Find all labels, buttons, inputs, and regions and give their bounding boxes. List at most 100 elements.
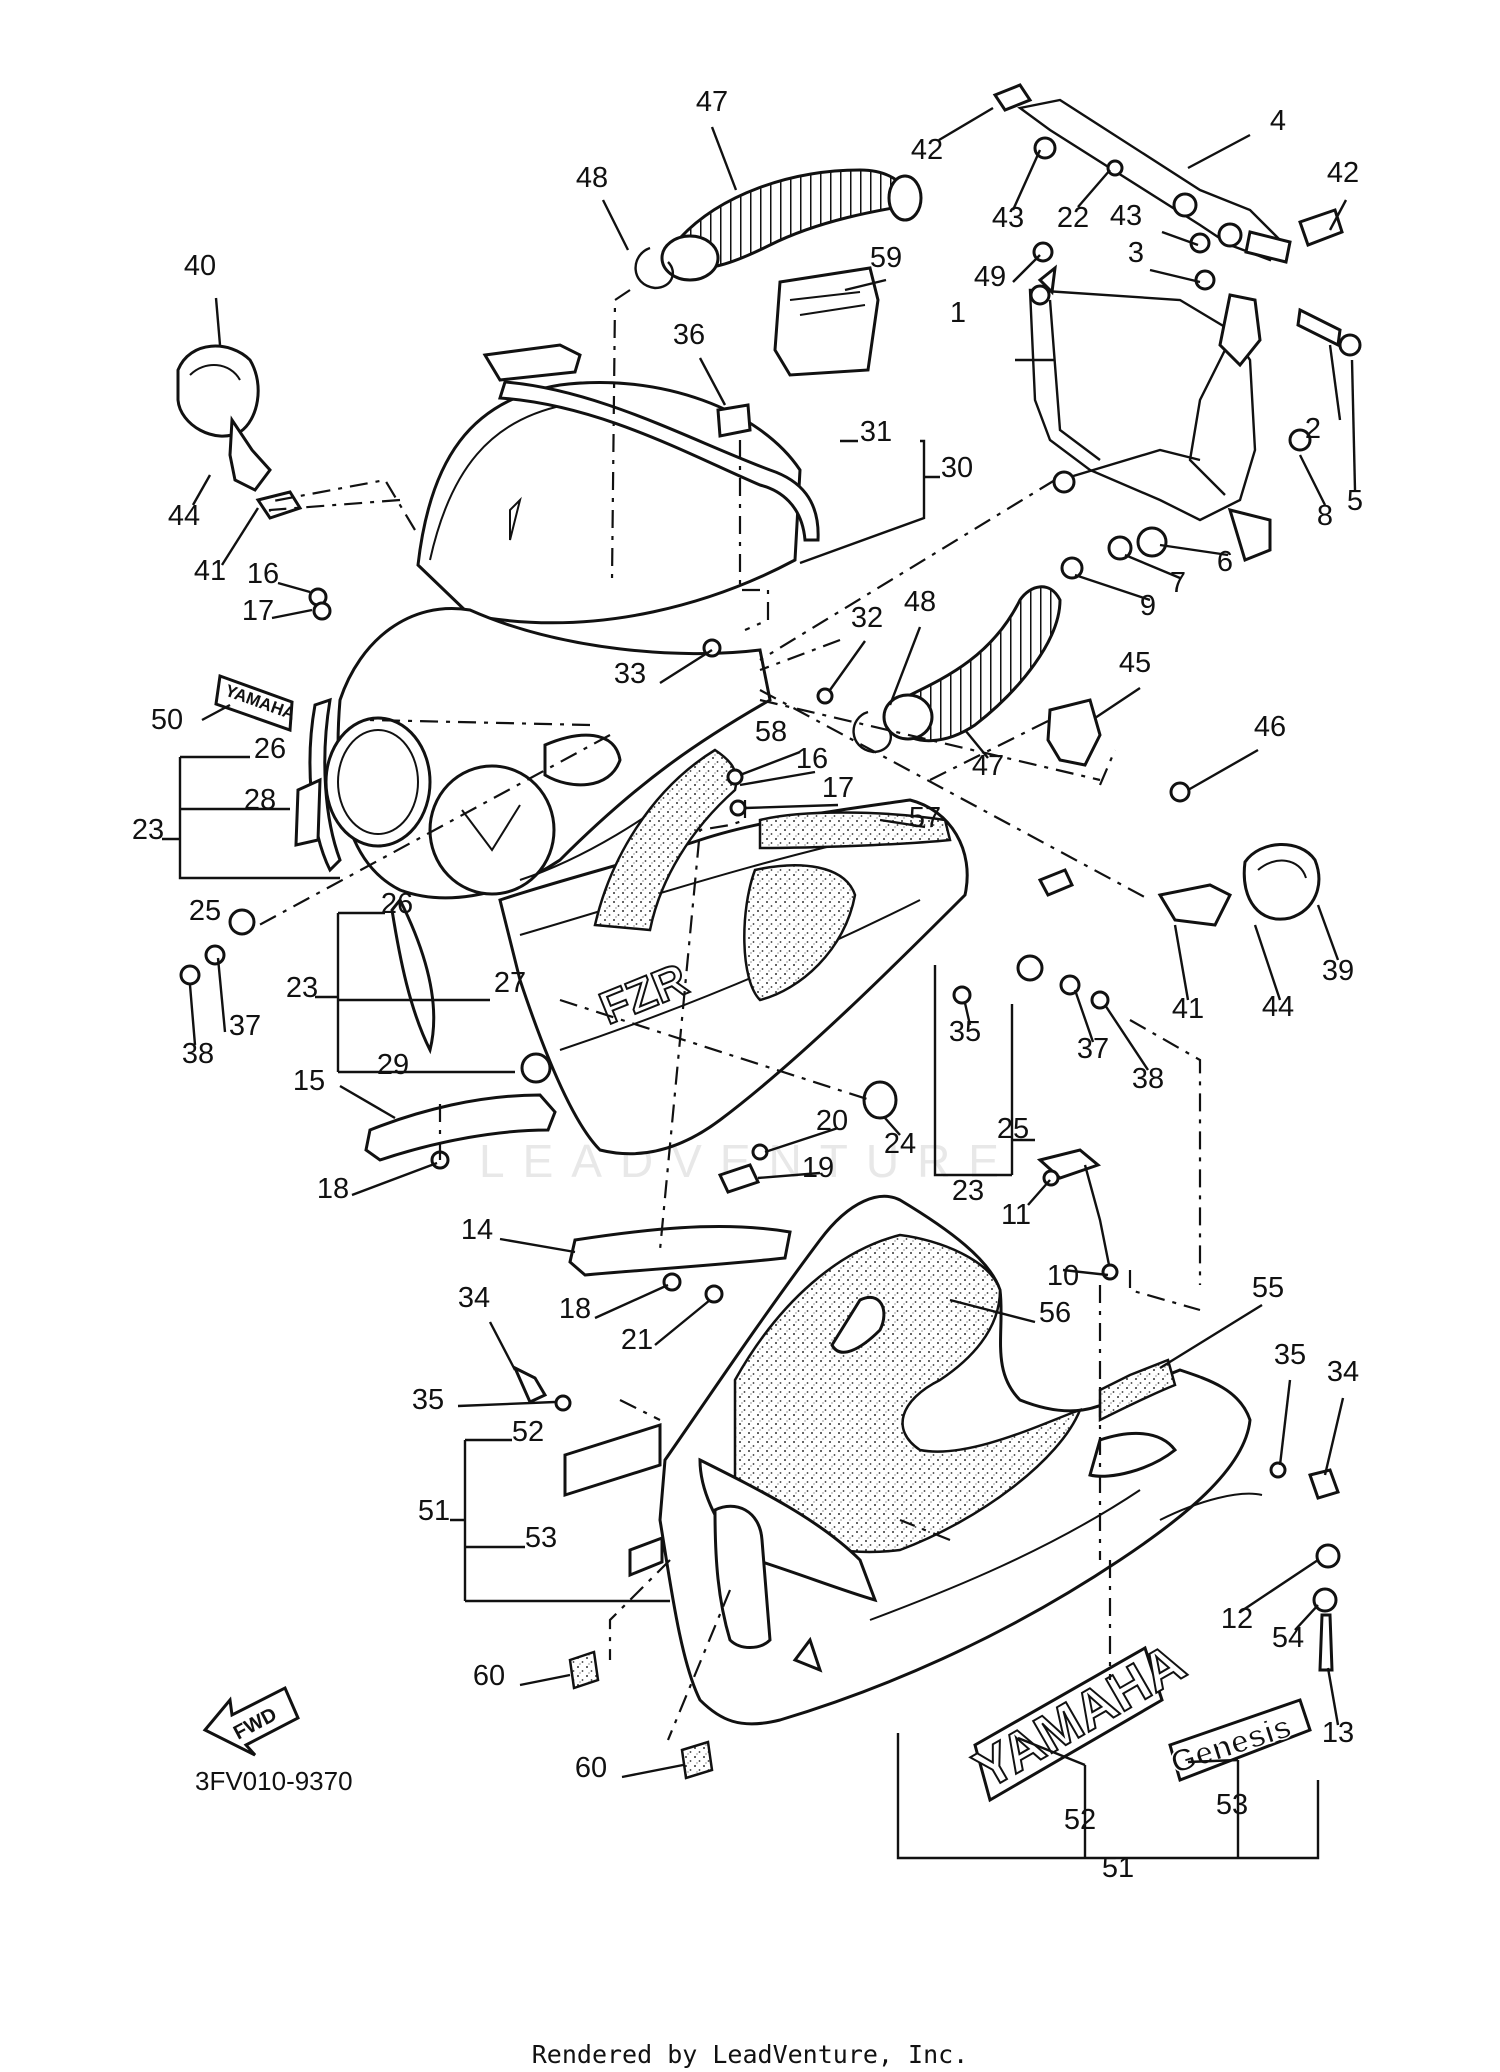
part-number-28: 28 [244, 784, 276, 816]
part-number-3: 3 [1128, 237, 1144, 269]
inner-panel-26 [390, 897, 436, 1055]
part-number-18: 18 [559, 1293, 591, 1325]
part-number-35: 35 [949, 1016, 981, 1048]
part-number-30: 30 [941, 452, 973, 484]
badge-50 [214, 673, 294, 733]
label-36 [716, 403, 752, 438]
diagram-code: 3FV010-9370 [195, 1766, 353, 1796]
part-number-39: 39 [1322, 955, 1354, 987]
part-number-43: 43 [992, 202, 1024, 234]
part-number-5: 5 [1347, 485, 1363, 517]
part-number-34: 34 [1327, 1356, 1359, 1388]
part-number-22: 22 [1057, 202, 1089, 234]
part-number-44: 44 [1262, 991, 1294, 1023]
yamaha-decal-large-text: YAMAHA [964, 1632, 1195, 1800]
part-number-43: 43 [1110, 200, 1142, 232]
part-number-49: 49 [974, 261, 1006, 293]
liner-55 [1098, 1358, 1177, 1423]
mirror-right [1157, 843, 1321, 927]
part-number-labels: 1234567891011121314151616171718181920212… [132, 86, 1363, 1884]
part-number-25: 25 [997, 1113, 1029, 1145]
part-number-44: 44 [168, 500, 200, 532]
part-number-52: 52 [512, 1416, 544, 1448]
stripe-52-left [563, 1422, 662, 1498]
part-number-33: 33 [614, 658, 646, 690]
part-number-11: 11 [1001, 1199, 1031, 1231]
under-cowl [658, 1194, 1263, 1726]
render-credit: Rendered by LeadVenture, Inc. [532, 2040, 969, 2069]
genesis-decal-text: Genesis [1166, 1708, 1296, 1781]
part-number-60: 60 [575, 1752, 607, 1784]
part-number-21: 21 [621, 1324, 653, 1356]
part-number-50: 50 [151, 704, 183, 736]
part-number-57: 57 [909, 802, 941, 834]
mirror-bracket-4 [1017, 98, 1292, 264]
part-number-19: 19 [802, 1152, 834, 1184]
hose-clip-48-upper [634, 246, 674, 290]
part-number-53: 53 [1216, 1789, 1248, 1821]
leader-lines [162, 106, 1357, 1860]
part-number-38: 38 [1132, 1063, 1164, 1095]
part-number-35: 35 [412, 1384, 444, 1416]
part-number-8: 8 [1317, 500, 1333, 532]
part-number-40: 40 [184, 250, 216, 282]
part-number-2: 2 [1305, 413, 1321, 445]
part-number-42: 42 [911, 134, 943, 166]
part-number-58: 58 [755, 716, 787, 748]
part-number-15: 15 [293, 1065, 325, 1097]
headlight-right [428, 764, 556, 896]
part-number-23: 23 [286, 972, 318, 1004]
part-number-13: 13 [1322, 1717, 1354, 1749]
windscreen-trim [498, 380, 820, 542]
part-number-37: 37 [1077, 1033, 1109, 1065]
part-number-59: 59 [870, 242, 902, 274]
headlight-left [324, 716, 432, 848]
part-number-54: 54 [1272, 1622, 1304, 1654]
part-number-31: 31 [860, 416, 892, 448]
fwd-arrow: FWD [202, 1685, 300, 1757]
part-number-6: 6 [1217, 546, 1233, 578]
part-number-16: 16 [796, 743, 828, 775]
part-number-48: 48 [576, 162, 608, 194]
part-number-7: 7 [1170, 567, 1186, 599]
part-number-16: 16 [247, 558, 279, 590]
part-number-55: 55 [1252, 1272, 1284, 1304]
cowl-stay [1028, 284, 1272, 563]
part-number-36: 36 [673, 319, 705, 351]
part-number-47: 47 [972, 750, 1004, 782]
part-number-41: 41 [1172, 993, 1204, 1025]
windscreen [416, 343, 802, 625]
part-number-47: 47 [696, 86, 728, 118]
part-number-34: 34 [458, 1282, 490, 1314]
part-number-26: 26 [381, 888, 413, 920]
stripe-53-left [628, 1535, 664, 1578]
part-number-18: 18 [317, 1173, 349, 1205]
mirror-left [176, 344, 303, 520]
part-number-51: 51 [418, 1495, 450, 1527]
part-number-17: 17 [822, 772, 854, 804]
part-number-17: 17 [242, 595, 274, 627]
part-number-53: 53 [525, 1522, 557, 1554]
part-number-12: 12 [1221, 1603, 1253, 1635]
part-number-46: 46 [1254, 711, 1286, 743]
part-number-32: 32 [851, 602, 883, 634]
pad-60-a [568, 1650, 600, 1690]
yamaha-decal-large: YAMAHA [963, 1631, 1196, 1803]
part-number-10: 10 [1047, 1260, 1079, 1292]
air-duct-lower [882, 585, 1062, 743]
part-number-35: 35 [1274, 1339, 1306, 1371]
side-decal-28 [294, 777, 322, 847]
part-number-20: 20 [816, 1105, 848, 1137]
cover-59 [773, 266, 880, 377]
part-number-37: 37 [229, 1010, 261, 1042]
bracket-15 [364, 1093, 557, 1162]
part-number-48: 48 [904, 586, 936, 618]
part-number-27: 27 [494, 967, 526, 999]
part-number-24: 24 [884, 1128, 916, 1160]
part-number-60: 60 [473, 1660, 505, 1692]
part-number-38: 38 [182, 1038, 214, 1070]
inner-panel-58 [593, 748, 738, 932]
pad-60-b [680, 1740, 714, 1780]
